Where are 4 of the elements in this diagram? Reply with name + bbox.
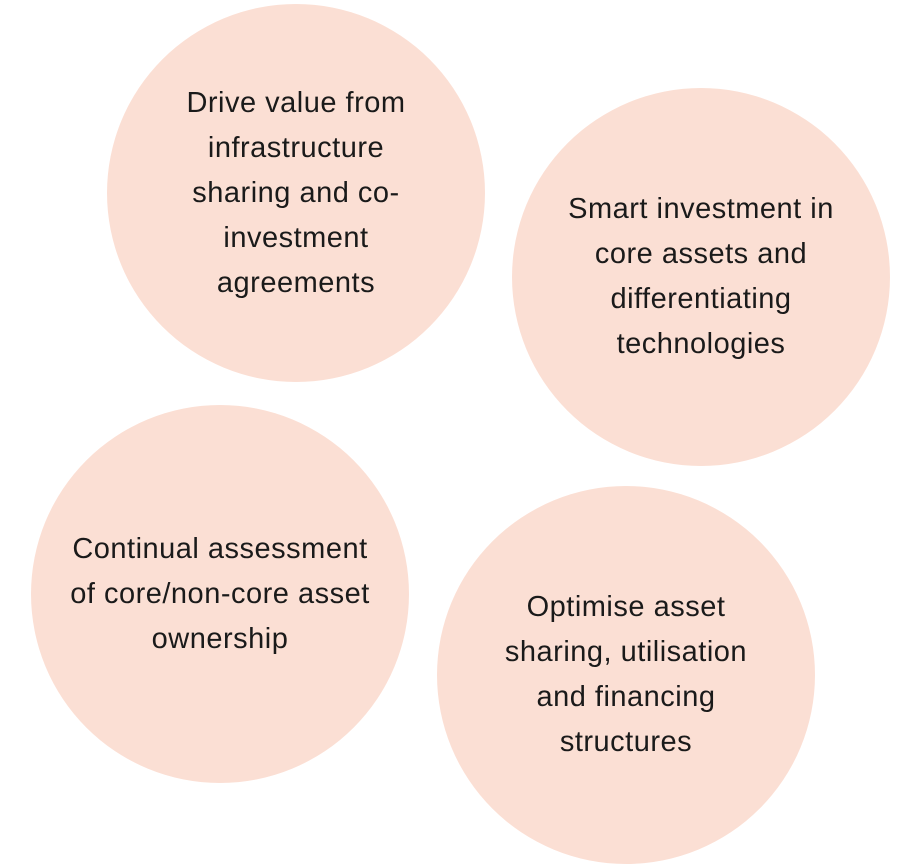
circle-text: Optimise asset sharing, utilisation and financing structures — [504, 590, 748, 760]
circle-text: Smart investment in core assets and differentiating technologies — [567, 192, 835, 362]
circle-text: Drive value from infrastructure sharing and co-investment agreements — [185, 86, 407, 300]
circle-text: Continual assessment of core/non-core asset ownership — [70, 532, 370, 656]
